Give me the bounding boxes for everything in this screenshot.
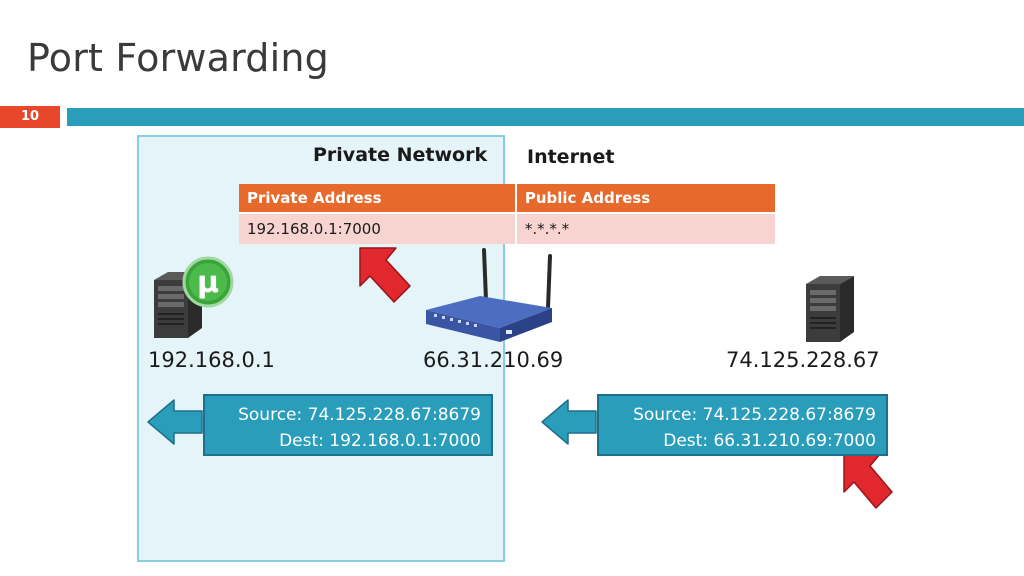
header-private-address: Private Address (239, 184, 517, 214)
packet-dest-text: Dest: 192.168.0.1:7000 (279, 431, 481, 451)
cell-public-address: *.*.*.* (515, 213, 775, 244)
forwarded-packet-box: Source: 74.125.228.67:8679 Dest: 192.168… (203, 394, 493, 456)
packet-callout-arrow-icon (843, 453, 893, 509)
torrent-app-icon: µ (182, 256, 234, 308)
table-callout-arrow-icon (359, 247, 411, 303)
router-ip-label: 66.31.210.69 (423, 348, 564, 372)
packet-direction-arrow-icon (541, 399, 597, 445)
slide-number: 10 (0, 106, 60, 128)
incoming-packet-box: Source: 74.125.228.67:8679 Dest: 66.31.2… (597, 394, 888, 456)
private-network-label: Private Network (313, 144, 488, 166)
packet-dest-text: Dest: 66.31.210.69:7000 (663, 431, 876, 451)
header-public-address: Public Address (515, 184, 775, 214)
client-ip-label: 192.168.0.1 (148, 348, 275, 372)
internet-label: Internet (527, 146, 615, 168)
torrent-app-label: µ (197, 265, 219, 300)
packet-source-text: Source: 74.125.228.67:8679 (238, 405, 481, 425)
server-computer-icon (806, 276, 854, 342)
port-forwarding-table: Private Address Public Address 192.168.0… (239, 184, 775, 244)
packet-source-text: Source: 74.125.228.67:8679 (633, 405, 876, 425)
table-row: 192.168.0.1:7000 *.*.*.* (239, 213, 775, 244)
slide-title: Port Forwarding (27, 36, 329, 80)
server-ip-label: 74.125.228.67 (726, 348, 880, 372)
table-header-row: Private Address Public Address (239, 184, 775, 214)
router-icon (426, 248, 552, 342)
packet-direction-arrow-icon (147, 399, 203, 445)
cell-private-address: 192.168.0.1:7000 (239, 213, 517, 244)
title-accent-bar (67, 108, 1024, 126)
